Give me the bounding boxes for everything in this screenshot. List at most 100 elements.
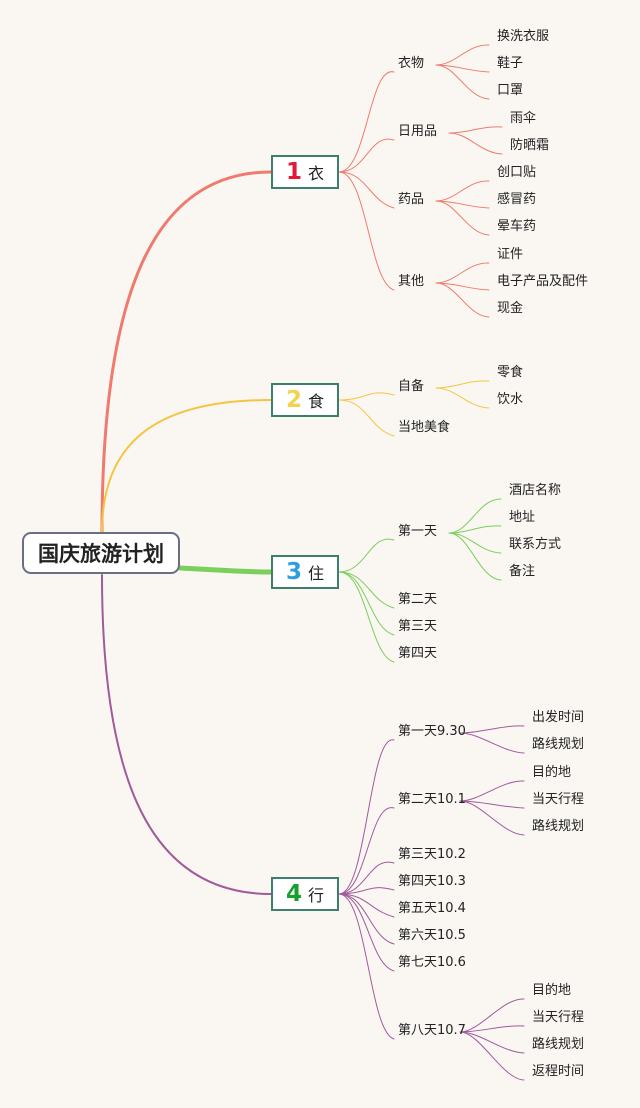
leaf-label[interactable]: 零食 <box>497 365 524 380</box>
leaf-label[interactable]: 感冒药 <box>497 192 537 207</box>
subtopic-to-leaf-connector <box>435 44 490 66</box>
branch-to-subtopic-connector <box>338 571 395 663</box>
subtopic-to-leaf-connector <box>448 532 502 581</box>
subtopic-label[interactable]: 第一天9.30 <box>398 724 466 739</box>
subtopic-label[interactable]: 第二天10.1 <box>398 792 466 807</box>
subtopic-to-leaf-connector <box>448 132 503 155</box>
branch-to-subtopic-connector <box>338 571 395 609</box>
subtopic-label[interactable]: 第五天10.4 <box>398 901 466 916</box>
root-to-branch-connector <box>100 170 273 534</box>
leaf-label[interactable]: 当天行程 <box>532 792 585 807</box>
branch-to-subtopic-connector <box>338 887 395 895</box>
subtopic-label[interactable]: 其他 <box>398 274 425 289</box>
branch-to-subtopic-connector <box>338 138 395 173</box>
leaf-label[interactable]: 酒店名称 <box>509 483 562 498</box>
leaf-label[interactable]: 目的地 <box>532 983 572 998</box>
subtopic-label[interactable]: 药品 <box>398 192 425 207</box>
leaf-label[interactable]: 出发时间 <box>532 710 585 725</box>
subtopic-label[interactable]: 第一天 <box>398 524 438 539</box>
subtopic-to-leaf-connector <box>435 262 490 284</box>
subtopic-label[interactable]: 当地美食 <box>398 420 451 435</box>
subtopic-to-leaf-connector <box>459 1031 525 1081</box>
leaf-label[interactable]: 防晒霜 <box>510 138 550 153</box>
subtopic-to-leaf-connector <box>459 725 525 734</box>
subtopic-label[interactable]: 第七天10.6 <box>398 955 466 970</box>
branch-node-clothing[interactable]: 1 衣 <box>271 155 339 189</box>
subtopic-label[interactable]: 第三天 <box>398 619 438 634</box>
subtopic-to-leaf-connector <box>459 732 525 754</box>
leaf-label[interactable]: 路线规划 <box>532 1037 585 1052</box>
leaf-label[interactable]: 口罩 <box>497 83 524 98</box>
subtopic-to-leaf-connector <box>435 64 490 100</box>
branch-label: 行 <box>308 886 325 905</box>
subtopic-to-leaf-connector <box>448 126 503 134</box>
leaf-label[interactable]: 路线规划 <box>532 737 585 752</box>
leaf-label[interactable]: 路线规划 <box>532 819 585 834</box>
branch-label: 住 <box>308 564 325 583</box>
branch-number: 3 <box>285 558 302 585</box>
subtopic-to-leaf-connector <box>459 800 525 836</box>
root-to-branch-connector <box>101 574 272 895</box>
subtopic-label[interactable]: 第四天10.3 <box>398 874 466 889</box>
branch-number: 4 <box>285 880 302 907</box>
leaf-label[interactable]: 目的地 <box>532 765 572 780</box>
leaf-label[interactable]: 当天行程 <box>532 1010 585 1025</box>
branch-to-subtopic-connector <box>338 171 395 291</box>
leaf-label[interactable]: 证件 <box>497 247 524 262</box>
subtopic-to-leaf-connector <box>459 1025 525 1033</box>
subtopic-label[interactable]: 第二天 <box>398 592 438 607</box>
branch-to-subtopic-connector <box>338 571 395 636</box>
subtopic-to-leaf-connector <box>459 1031 525 1054</box>
branch-label: 食 <box>308 392 325 411</box>
subtopic-label[interactable]: 第三天10.2 <box>398 847 466 862</box>
subtopic-to-leaf-connector <box>435 200 490 236</box>
branch-to-subtopic-connector <box>338 893 395 1040</box>
subtopic-to-leaf-connector <box>435 200 490 209</box>
subtopic-to-leaf-connector <box>459 998 525 1033</box>
branch-to-subtopic-connector <box>338 893 395 972</box>
leaf-label[interactable]: 现金 <box>497 301 524 316</box>
branch-to-subtopic-connector <box>338 71 395 173</box>
branch-to-subtopic-connector <box>338 399 395 437</box>
subtopic-to-leaf-connector <box>435 380 490 389</box>
leaf-label[interactable]: 电子产品及配件 <box>497 274 589 289</box>
leaf-label[interactable]: 饮水 <box>497 392 524 407</box>
subtopic-label[interactable]: 衣物 <box>398 56 425 71</box>
branch-node-travel[interactable]: 4 行 <box>271 877 339 911</box>
subtopic-label[interactable]: 第八天10.7 <box>398 1023 466 1038</box>
branch-to-subtopic-connector <box>338 861 395 895</box>
leaf-label[interactable]: 换洗衣服 <box>497 29 550 44</box>
subtopic-to-leaf-connector <box>435 180 490 202</box>
leaf-label[interactable]: 鞋子 <box>497 56 524 71</box>
subtopic-label[interactable]: 第六天10.5 <box>398 928 466 943</box>
leaf-label[interactable]: 地址 <box>509 510 536 525</box>
leaf-label[interactable]: 晕车药 <box>497 219 537 234</box>
branch-number: 2 <box>285 386 302 413</box>
root-node[interactable]: 国庆旅游计划 <box>22 532 180 574</box>
leaf-label[interactable]: 雨伞 <box>510 111 537 126</box>
leaf-label[interactable]: 联系方式 <box>509 537 562 552</box>
root-node-label: 国庆旅游计划 <box>38 542 164 566</box>
subtopic-to-leaf-connector <box>435 282 490 318</box>
root-to-branch-connector <box>177 565 274 575</box>
root-to-branch-connector <box>101 399 272 533</box>
leaf-label[interactable]: 创口贴 <box>497 165 537 180</box>
branch-label: 衣 <box>308 164 325 183</box>
branch-to-subtopic-connector <box>338 538 395 573</box>
branch-node-food[interactable]: 2 食 <box>271 383 339 417</box>
branch-to-subtopic-connector <box>338 893 395 945</box>
subtopic-to-leaf-connector <box>448 525 502 534</box>
leaf-label[interactable]: 备注 <box>509 564 536 579</box>
branch-node-lodging[interactable]: 3 住 <box>271 555 339 589</box>
subtopic-to-leaf-connector <box>459 800 525 809</box>
subtopic-label[interactable]: 第四天 <box>398 646 438 661</box>
subtopic-to-leaf-connector <box>448 498 502 534</box>
subtopic-label[interactable]: 自备 <box>398 379 425 394</box>
subtopic-to-leaf-connector <box>435 387 490 409</box>
branch-to-subtopic-connector <box>338 893 395 918</box>
subtopic-label[interactable]: 日用品 <box>398 124 438 139</box>
branch-to-subtopic-connector <box>338 171 395 209</box>
leaf-label[interactable]: 返程时间 <box>532 1064 585 1079</box>
branch-to-subtopic-connector <box>338 392 395 401</box>
